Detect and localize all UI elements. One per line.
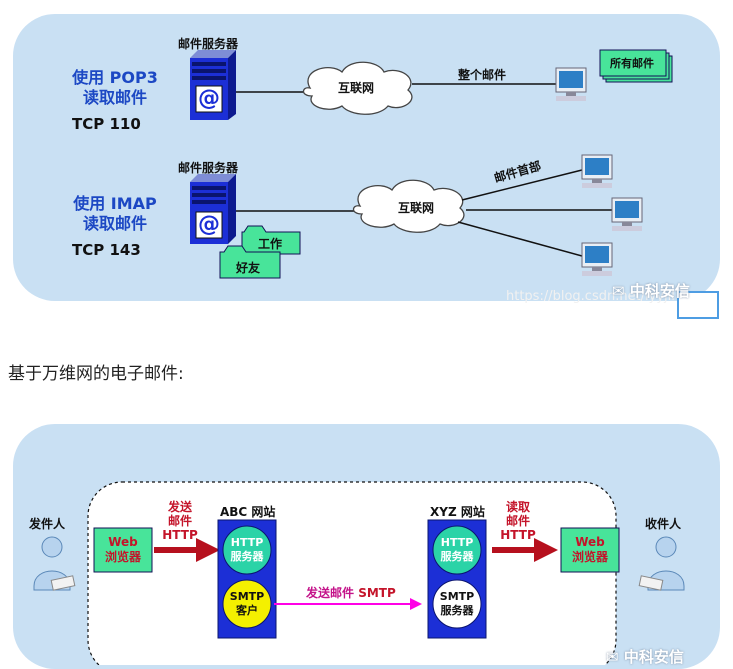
pop3-port: TCP 110 bbox=[72, 115, 141, 133]
imap-client-computer-1-icon bbox=[581, 154, 613, 188]
xyz-http-server-l2: 服务器 bbox=[440, 550, 474, 563]
pop3-at-symbol: @ bbox=[198, 86, 220, 111]
abc-smtp-client-node bbox=[222, 579, 272, 629]
abc-site-label: ABC 网站 bbox=[220, 505, 276, 519]
pop3-title-line1: 使用 POP3 bbox=[72, 68, 158, 87]
smtp-send-proto: SMTP bbox=[358, 586, 396, 600]
read-mail-proto: HTTP bbox=[500, 528, 536, 542]
abc-http-server-label: HTTP 服务器 bbox=[223, 536, 271, 564]
read-mail-label: 读取 邮件 HTTP bbox=[498, 500, 538, 542]
imap-link-client1 bbox=[461, 169, 583, 201]
imap-port: TCP 143 bbox=[72, 241, 141, 259]
abc-smtp-client-label: SMTP 客户 bbox=[223, 590, 271, 618]
sender-browser-label-l2: 浏览器 bbox=[104, 550, 141, 564]
receiver-browser-label-l1: Web bbox=[575, 535, 605, 549]
pop3-title: 使用 POP3 读取邮件 bbox=[60, 68, 170, 108]
sender-person-icon bbox=[33, 536, 76, 591]
pop3-server-label: 邮件服务器 bbox=[178, 37, 239, 51]
wechat-brand-top-text: 中科安信 bbox=[629, 282, 690, 300]
wechat-brand-top: ✉ 中科安信 bbox=[612, 280, 690, 301]
section-caption: 基于万维网的电子邮件: bbox=[8, 364, 184, 384]
all-mail-stack-icon bbox=[599, 49, 673, 83]
receiver-browser-label: Web 浏览器 bbox=[561, 535, 619, 565]
receiver-person-icon bbox=[638, 536, 685, 591]
wechat-brand-bottom: ✉ 中科安信 bbox=[606, 646, 684, 667]
folder-work-label: 工作 bbox=[258, 237, 283, 251]
sender-browser-label: Web 浏览器 bbox=[94, 535, 152, 565]
abc-http-server-node bbox=[222, 525, 272, 575]
imap-internet-cloud bbox=[352, 179, 465, 233]
pop3-internet-cloud bbox=[302, 61, 413, 115]
xyz-smtp-server-l2: 服务器 bbox=[440, 604, 474, 617]
wechat-icon: ✉ bbox=[612, 282, 625, 300]
imap-at-symbol: @ bbox=[198, 212, 220, 237]
xyz-http-server-label: HTTP 服务器 bbox=[433, 536, 481, 564]
receiver-browser-label-l2: 浏览器 bbox=[571, 550, 608, 564]
imap-server-label: 邮件服务器 bbox=[178, 161, 239, 175]
pop3-title-line2: 读取邮件 bbox=[82, 88, 147, 107]
receiver-label: 收件人 bbox=[645, 517, 682, 531]
whole-mail-label: 整个邮件 bbox=[458, 68, 507, 82]
wechat-icon-bottom: ✉ bbox=[606, 648, 619, 666]
send-mail-proto: HTTP bbox=[162, 528, 198, 542]
imap-internet-label: 互联网 bbox=[398, 201, 435, 215]
csdn-badge-icon bbox=[677, 291, 719, 319]
watermark-url: https://blog.csdn.net/lyyjll bbox=[506, 289, 675, 304]
folder-friends-label: 好友 bbox=[236, 261, 261, 275]
smtp-send-label: 发送邮件 SMTP bbox=[306, 584, 396, 601]
sender-browser-label-l1: Web bbox=[108, 535, 138, 549]
pop3-internet-label: 互联网 bbox=[338, 81, 375, 95]
read-mail-label-l2: 邮件 bbox=[505, 514, 530, 528]
wechat-brand-bottom-text: 中科安信 bbox=[623, 648, 684, 666]
read-mail-label-l1: 读取 bbox=[505, 500, 530, 514]
xyz-site-label: XYZ 网站 bbox=[430, 505, 485, 519]
imap-client-computer-2-icon bbox=[611, 197, 643, 231]
xyz-http-server-node bbox=[432, 525, 482, 575]
pop3-mail-server-icon bbox=[190, 50, 236, 120]
xyz-http-server-l1: HTTP bbox=[440, 536, 474, 549]
imap-client-computer-3-icon bbox=[581, 242, 613, 276]
xyz-smtp-server-node bbox=[432, 579, 482, 629]
imap-mail-server-icon bbox=[190, 174, 236, 244]
send-mail-label: 发送 邮件 HTTP bbox=[160, 500, 200, 542]
all-mail-label: 所有邮件 bbox=[610, 57, 654, 70]
sender-label: 发件人 bbox=[29, 517, 66, 531]
abc-smtp-client-l1: SMTP bbox=[229, 590, 265, 603]
folder-friends-icon bbox=[219, 245, 281, 279]
imap-link-client3 bbox=[457, 221, 583, 257]
xyz-smtp-server-l1: SMTP bbox=[439, 590, 475, 603]
imap-title-line1: 使用 IMAP bbox=[73, 194, 157, 213]
receiver-browser-box bbox=[560, 527, 620, 573]
smtp-send-text: 发送邮件 bbox=[306, 586, 355, 600]
abc-smtp-client-l2: 客户 bbox=[236, 604, 258, 617]
sender-browser-box bbox=[93, 527, 153, 573]
pop3-client-computer-icon bbox=[555, 67, 587, 101]
send-mail-label-l2: 邮件 bbox=[167, 514, 192, 528]
imap-title-line2: 读取邮件 bbox=[82, 214, 147, 233]
abc-http-server-l1: HTTP bbox=[230, 536, 264, 549]
abc-http-server-l2: 服务器 bbox=[230, 550, 264, 563]
imap-title: 使用 IMAP 读取邮件 bbox=[60, 194, 170, 234]
xyz-smtp-server-label: SMTP 服务器 bbox=[433, 590, 481, 618]
send-mail-label-l1: 发送 bbox=[167, 500, 192, 514]
